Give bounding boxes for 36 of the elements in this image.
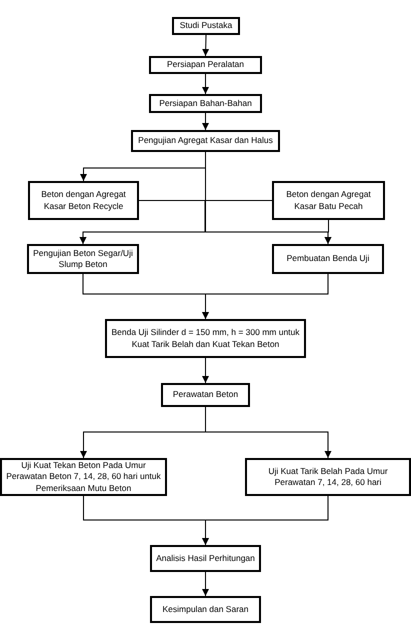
step-text: Analisis Hasil Perhitungan — [156, 552, 255, 564]
process-box — [131, 130, 280, 152]
step-text: Beton dengan Agregat Kasar Beton Recycle — [40, 189, 127, 212]
arrow — [202, 358, 209, 384]
arrow — [202, 572, 209, 596]
process-box — [272, 181, 385, 220]
arrow — [202, 112, 209, 130]
process-box — [105, 319, 306, 358]
step-text: Pembuatan Benda Uji — [286, 253, 370, 265]
arrow — [202, 34, 210, 56]
step-text: Pengujian Agregat Kasar dan Halus — [138, 135, 273, 147]
process-box — [149, 56, 262, 74]
step-text: Perawatan Beton — [172, 389, 238, 401]
process-box — [27, 244, 139, 274]
arrow — [202, 74, 209, 94]
arrow — [204, 200, 332, 244]
step-text: Studi Pustaka — [180, 20, 232, 32]
arrow — [202, 496, 328, 546]
step-text: Persiapan Bahan-Bahan — [159, 98, 252, 110]
step-text: Benda Uji Silinder d = 150 mm, h = 300 mm untuk Kuat Tarik Belah dan Kuat Tekan Beton — [110, 327, 301, 350]
process-box — [28, 181, 139, 220]
process-box — [149, 94, 262, 113]
process-box — [161, 383, 250, 407]
step-text: Uji Kuat Tarik Belah Pada Umur Perawatan 7, 14, 28, 60 hari — [267, 466, 389, 488]
process-box — [150, 545, 261, 572]
step-text: Beton dengan Agregat Kasar Batu Pecah — [285, 189, 372, 212]
arrow — [205, 406, 332, 458]
process-box — [272, 244, 384, 274]
process-box — [245, 458, 411, 496]
arrow — [202, 274, 328, 320]
step-text: Kesimpulan dan Saran — [162, 604, 248, 616]
step-text: Uji Kuat Tekan Beton Pada Umur Perawatan Beton 7, 14, 28, 60 hari untuk Pemeriksaan Mutu Beton — [5, 460, 162, 494]
process-box — [172, 17, 240, 35]
step-text: Pengujian Beton Segar/Uji Slump Beton — [32, 248, 134, 270]
step-text: Persiapan Peralatan — [166, 59, 244, 71]
process-box — [150, 596, 261, 623]
